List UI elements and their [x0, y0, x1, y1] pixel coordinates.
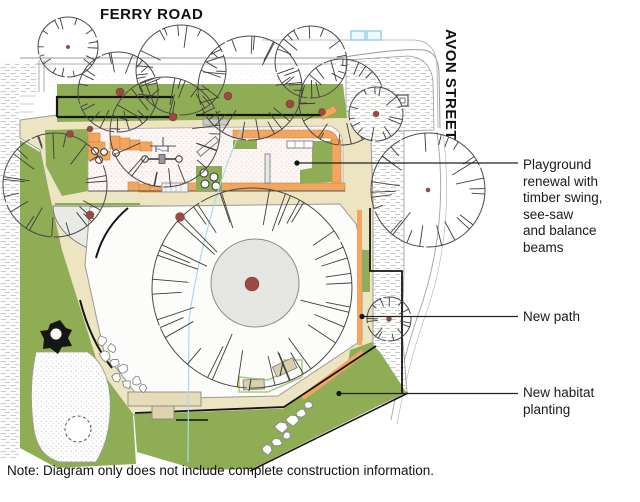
- tree-trunk-dot: [65, 44, 71, 50]
- annotation-playground-renewal: Playground renewal with timber swing, se…: [523, 157, 603, 255]
- tree-canopy: [135, 24, 227, 116]
- blue-marker: [350, 30, 366, 41]
- tree-trunk-dot: [285, 99, 295, 109]
- tree-canopy: [366, 296, 412, 342]
- tree-trunk-dot: [168, 112, 178, 122]
- tree-trunk-dot: [115, 87, 125, 97]
- rock: [116, 363, 129, 374]
- rock: [132, 375, 142, 386]
- playground-area: [87, 105, 346, 193]
- rock: [282, 431, 291, 440]
- tree-trunk-dot: [223, 91, 233, 101]
- tree-canopy: [197, 35, 303, 141]
- tree-canopies: [2, 16, 486, 389]
- tree-trunk-dot: [425, 187, 431, 193]
- rock: [97, 335, 108, 347]
- rock: [111, 372, 121, 383]
- rock: [98, 350, 111, 363]
- rock-stepping-stones: [97, 335, 314, 456]
- existing-garden-bed: [31, 351, 111, 463]
- rock: [284, 414, 300, 427]
- left-footpath-corner: [20, 62, 36, 94]
- blue-marker: [366, 30, 382, 41]
- proposed-tree-dashed: [64, 415, 92, 443]
- boundary-lines: [79, 207, 409, 472]
- east-planting-strip: [361, 250, 370, 292]
- west-garden-features: [31, 320, 202, 463]
- annotation-new-habitat-planting: New habitat planting: [523, 385, 595, 417]
- path-bench: [202, 118, 229, 126]
- bench-wall: [127, 391, 202, 420]
- rock: [270, 437, 284, 447]
- tree-trunk-dot: [86, 125, 94, 133]
- tree-trunk-dot: [244, 276, 260, 292]
- street-label-avon-street: AVON STREET: [442, 29, 459, 141]
- east-planting-lower: [345, 342, 378, 392]
- annotation-leaders: [294, 160, 518, 397]
- tree-canopy: [37, 16, 99, 78]
- swing-icon: [150, 137, 176, 152]
- street-label-ferry-road: FERRY ROAD: [100, 6, 204, 23]
- tree-trunk-dot: [85, 210, 95, 220]
- tree-trunk-dots: [65, 44, 431, 322]
- blue-annotation-mark: [154, 148, 168, 152]
- timber-bench: [286, 140, 314, 149]
- tree-canopy: [151, 187, 353, 389]
- tree-trunk-dot: [386, 316, 392, 322]
- tree-trunk-dot: [66, 130, 74, 138]
- note-text: Note: Diagram only does not include comp…: [7, 463, 434, 478]
- street-kerbs: [20, 39, 448, 425]
- tree-trunk-dot: [372, 110, 380, 118]
- rock: [138, 383, 148, 394]
- utility-pit-inner: [399, 97, 406, 104]
- deck-step-lines: [165, 183, 182, 192]
- annotation-new-path: New path: [523, 309, 581, 324]
- tree-canopy: [274, 25, 348, 99]
- habitat-planting-area: [134, 347, 406, 470]
- upper-lawn: [45, 129, 88, 196]
- tree-canopy: [109, 76, 221, 188]
- rock: [273, 421, 289, 434]
- rock: [295, 408, 307, 418]
- shrub-trunk: [49, 327, 63, 341]
- rock: [109, 359, 120, 368]
- deck-steps: [161, 182, 189, 193]
- left-footpath: [0, 62, 19, 458]
- tree-trunk-dot: [175, 212, 185, 222]
- rock: [261, 443, 273, 456]
- rock: [303, 400, 314, 409]
- rock: [107, 342, 117, 354]
- rock: [121, 380, 131, 390]
- tree-trunk-dot: [318, 108, 326, 116]
- balance-post-icon: [264, 153, 271, 184]
- drainage-line: [187, 127, 244, 463]
